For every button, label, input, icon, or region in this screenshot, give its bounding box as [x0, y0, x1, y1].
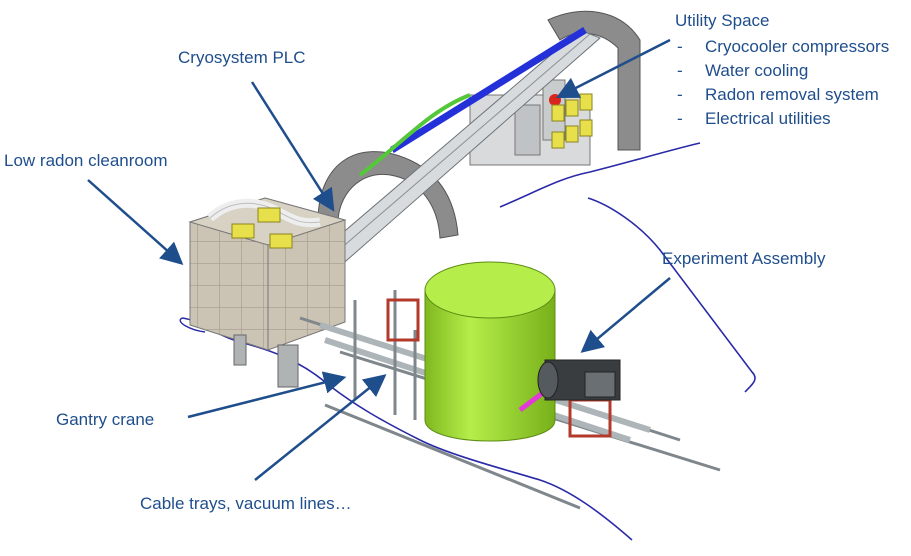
cleanroom-building [188, 197, 347, 351]
gantry-crane-arrow [187, 371, 347, 419]
utility-space-list: -Cryocooler compressors -Water cooling -… [675, 35, 889, 131]
cable-trays-label: Cable trays, vacuum lines… [140, 494, 352, 513]
experiment-assembly-label: Experiment Assembly [662, 249, 826, 268]
utility-space-title: Utility Space [675, 11, 770, 30]
helium-pipe [390, 27, 587, 153]
experiment-assembly-arrow [580, 277, 671, 353]
cryosystem-plc-label: Cryosystem PLC [178, 48, 306, 67]
utility-list-item: -Cryocooler compressors [677, 37, 890, 56]
cryosystem-plc-arrow [250, 81, 335, 212]
electrical-cabinet [233, 334, 247, 366]
low-radon-cleanroom-label: Low radon cleanroom [4, 151, 168, 170]
cryostat-tank [424, 261, 556, 442]
experiment-assembly-module [537, 359, 621, 401]
electrical-cabinet [277, 344, 299, 388]
gantry-crane-label: Gantry crane [56, 410, 155, 429]
floor-outline-lower [179, 317, 206, 333]
nitrogen-pipe [358, 93, 471, 177]
utility-space-label: Utility Space -Cryocooler compressors -W… [675, 11, 889, 131]
cleanroom-arrow [87, 179, 184, 265]
utility-list-item: -Radon removal system [677, 85, 879, 104]
compressor-units [551, 93, 593, 149]
utility-list-item: -Electrical utilities [677, 109, 831, 128]
utility-space-arrow [555, 38, 671, 99]
utility-list-item: -Water cooling [677, 61, 809, 80]
cable-trays-arrow [254, 374, 387, 481]
